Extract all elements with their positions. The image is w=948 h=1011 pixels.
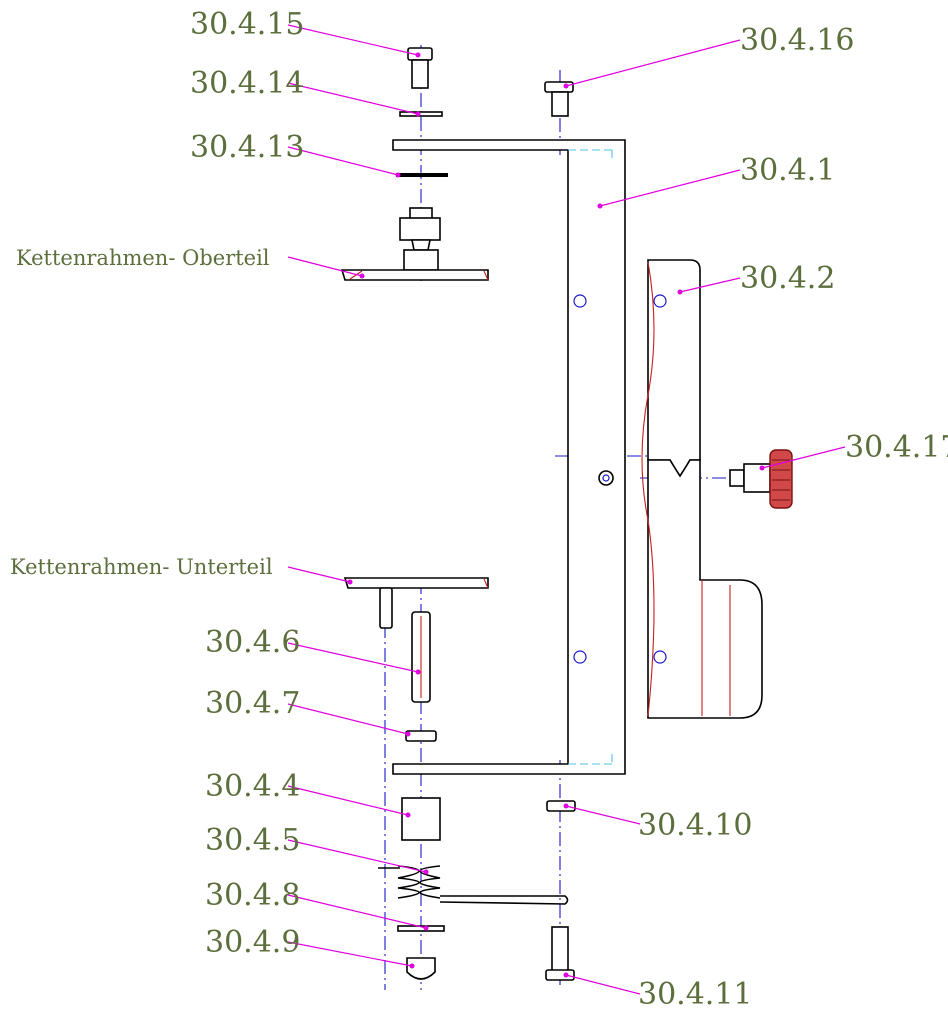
upper-stud-assembly [399,207,441,271]
label-30-4-1: 30.4.1 [740,153,835,188]
label-30-4-2: 30.4.2 [740,261,835,296]
part-labels: 30.4.15 30.4.14 30.4.13 Kettenrahmen- Ob… [10,7,948,1011]
part-30-4-7-nut [405,730,437,742]
part-30-4-13-washer [396,173,448,177]
kettenrahmen-oberteil-plate [340,269,489,281]
part-30-4-9-cap-nut [406,957,436,980]
kettenrahmen-unterteil-plate [343,577,489,629]
label-30-4-17: 30.4.17 [845,430,948,465]
label-30-4-7: 30.4.7 [205,686,300,721]
label-30-4-16: 30.4.16 [740,23,855,58]
label-30-4-15: 30.4.15 [190,7,305,42]
label-kettenrahmen-unterteil: Kettenrahmen- Unterteil [10,555,273,579]
part-30-4-8-washer [397,925,445,932]
leader-lines [287,24,846,995]
label-30-4-10: 30.4.10 [638,808,753,843]
label-kettenrahmen-oberteil: Kettenrahmen- Oberteil [16,246,270,270]
part-30-4-2-plate [641,259,763,719]
label-30-4-5: 30.4.5 [205,823,300,858]
part-30-4-4-sleeve [401,797,441,841]
label-30-4-4: 30.4.4 [205,769,300,804]
label-30-4-9: 30.4.9 [205,925,300,960]
part-30-4-5-spring [378,865,569,905]
leader-dots [347,52,765,978]
part-30-4-17-knob [729,449,793,509]
part-30-4-1-bracket [392,139,626,775]
label-30-4-6: 30.4.6 [205,625,300,660]
part-30-4-16-bolt [544,81,574,117]
part-30-4-6-pin [411,611,431,703]
label-30-4-11: 30.4.11 [638,977,753,1011]
label-30-4-13: 30.4.13 [190,130,305,165]
part-30-4-11-bolt [545,926,575,981]
part-30-4-10-nut [546,800,576,812]
part-30-4-14-washer [399,111,443,117]
label-30-4-8: 30.4.8 [205,878,300,913]
label-30-4-14: 30.4.14 [190,66,305,101]
